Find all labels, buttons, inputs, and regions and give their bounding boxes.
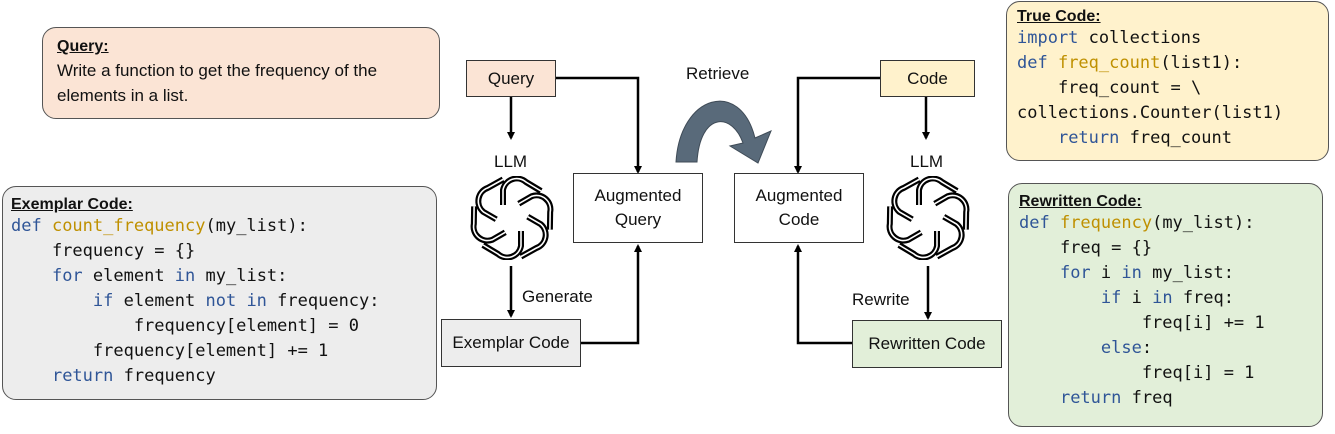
code-keyword: in [1121, 263, 1142, 283]
code-keyword: for [1059, 263, 1091, 283]
node-exemplar-code: Exemplar Code [441, 319, 581, 367]
code-line: return freq [1019, 388, 1173, 408]
node-augmented-code-line1: Augmented [755, 186, 843, 205]
code-keyword: if [1100, 288, 1122, 308]
code-keyword: if [92, 291, 114, 311]
code-line: if i in freq: [1019, 288, 1234, 308]
code-text: freq_count [1119, 128, 1232, 148]
rewritten-code-title: Rewritten Code: [1019, 193, 1142, 210]
code-line: freq = {} [1019, 238, 1152, 258]
code-line: freq[i] += 1 [1019, 313, 1265, 333]
query-panel-title: Query: [57, 38, 109, 55]
code-keyword: else [1100, 338, 1142, 358]
code-text: frequency[element] += 1 [11, 341, 329, 361]
code-text: collections [1078, 28, 1202, 48]
code-text: (list1): [1160, 53, 1243, 73]
openai-logo-icon [886, 176, 970, 260]
true-code-panel: True Code: import collections def freq_c… [1006, 1, 1329, 161]
code-text: freq = {} [1019, 238, 1153, 258]
code-text: (my_list): [1152, 213, 1255, 233]
code-line: for element in my_list: [11, 266, 287, 286]
exemplar-code-block: def count_frequency(my_list): frequency … [11, 214, 428, 389]
code-line: frequency[element] += 1 [11, 341, 328, 361]
code-text: i [1121, 288, 1153, 308]
code-keyword: in [174, 266, 196, 286]
code-line: return frequency [11, 366, 216, 386]
node-code: Code [880, 60, 975, 97]
node-augmented-query-line2: Query [614, 210, 662, 229]
code-text: frequency [113, 366, 216, 386]
code-text: frequency[element] = 0 [11, 316, 359, 336]
node-rewritten-code: Rewritten Code [852, 320, 1002, 368]
code-text: freq[i] = 1 [1019, 363, 1255, 383]
label-llm-left: LLM [494, 152, 528, 171]
code-text: freq: [1172, 288, 1234, 308]
code-line: import collections [1017, 28, 1201, 48]
arrow-query-to-augmented-query [556, 76, 642, 174]
label-rewrite: Rewrite [852, 290, 910, 309]
rewritten-code-panel: Rewritten Code: def frequency(my_list): … [1008, 183, 1323, 427]
node-augmented-query: Augmented Query [573, 173, 703, 243]
code-function-name: freq_count [1057, 53, 1161, 73]
code-line: return freq_count [1017, 128, 1232, 148]
query-panel: Query: Write a function to get the frequ… [42, 27, 440, 119]
arrow-code-to-augmented-code [794, 76, 880, 174]
code-keyword: in [1152, 288, 1173, 308]
code-text: my_list: [195, 266, 288, 286]
code-text: i [1090, 263, 1122, 283]
code-function-name: count_frequency [51, 216, 206, 236]
query-panel-text: Write a function to get the frequency of… [57, 61, 378, 105]
code-keyword: return [1057, 128, 1120, 148]
node-augmented-code-line2: Code [778, 210, 820, 229]
code-text: frequency: [266, 291, 380, 311]
node-augmented-code: Augmented Code [734, 173, 864, 243]
openai-logo-icon [470, 176, 554, 260]
code-line: def count_frequency(my_list): [11, 216, 308, 236]
node-augmented-query-line1: Augmented [594, 186, 682, 205]
code-keyword: def [11, 216, 52, 236]
exemplar-code-panel: Exemplar Code: def count_frequency(my_li… [2, 186, 437, 400]
curved-arrow-icon [675, 100, 772, 164]
code-line: def freq_count(list1): [1017, 53, 1242, 73]
code-line: frequency[element] = 0 [11, 316, 359, 336]
node-query: Query [466, 60, 556, 97]
code-line: if element not in frequency: [11, 291, 380, 311]
code-text: (my_list): [205, 216, 308, 236]
code-keyword: return [1059, 388, 1122, 408]
code-text: : [1141, 338, 1153, 358]
exemplar-code-title: Exemplar Code: [11, 196, 133, 213]
code-line: collections.Counter(list1) [1017, 103, 1283, 123]
code-keyword: for [51, 266, 83, 286]
code-text: freq [1121, 388, 1173, 408]
code-keyword: import [1017, 28, 1079, 48]
arrow-rewritten-to-augmented-code [794, 244, 852, 345]
code-keyword: def [1019, 213, 1060, 233]
code-text: collections.Counter(list1) [1017, 103, 1284, 123]
code-text: freq_count = \ [1017, 78, 1202, 98]
code-line: frequency = {} [11, 241, 195, 261]
code-function-name: frequency [1059, 213, 1153, 233]
code-line: for i in my_list: [1019, 263, 1234, 283]
code-text: element [82, 266, 175, 286]
code-text: freq[i] += 1 [1019, 313, 1265, 333]
code-text: frequency = {} [11, 241, 196, 261]
code-keyword: def [1017, 53, 1058, 73]
true-code-title: True Code: [1017, 8, 1101, 25]
code-keyword: not in [205, 291, 267, 311]
code-keyword: return [51, 366, 114, 386]
label-llm-right: LLM [910, 152, 944, 171]
code-text: element [113, 291, 206, 311]
arrow-exemplar-to-augmented-query [580, 244, 642, 345]
label-retrieve: Retrieve [686, 64, 750, 83]
code-line: else: [1019, 338, 1152, 358]
label-generate: Generate [522, 287, 593, 306]
rewritten-code-block: def frequency(my_list): freq = {} for i … [1019, 211, 1312, 411]
code-line: freq[i] = 1 [1019, 363, 1255, 383]
code-line: def frequency(my_list): [1019, 213, 1254, 233]
code-line: freq_count = \ [1017, 78, 1201, 98]
code-text: my_list: [1141, 263, 1234, 283]
true-code-block: import collections def freq_count(list1)… [1017, 26, 1318, 151]
